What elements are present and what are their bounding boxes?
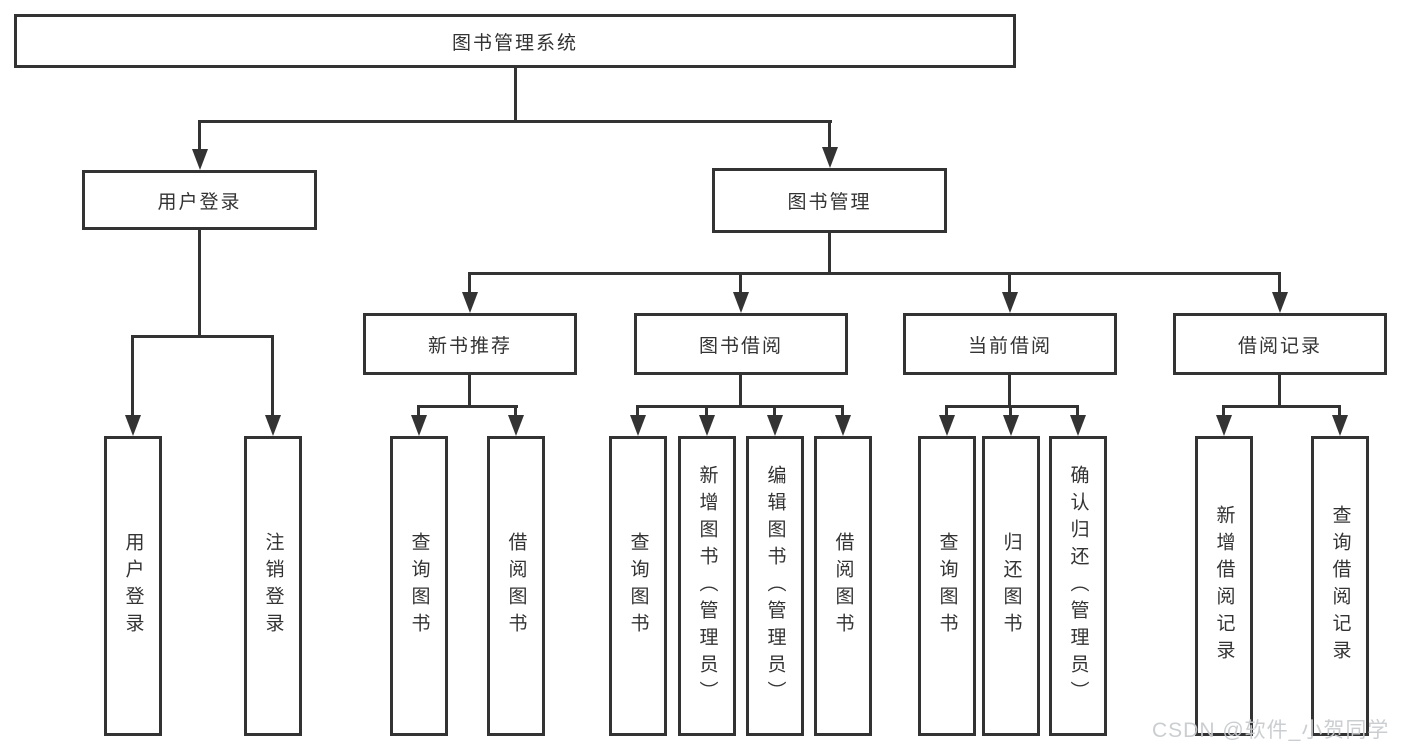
connector-group-stem [1008,375,1011,405]
node-label: 借阅记录 [1237,335,1322,357]
connector-to-book-mgmt [828,120,831,150]
leaf-label: 用户登录 [122,532,144,640]
leaf-borrow-books: 借阅图书 [814,436,872,736]
connector-book-mgmt-rail [468,272,1281,275]
leaf-label: 查询图书 [627,532,649,640]
leaf-return-books: 归还图书 [982,436,1040,736]
connector-to-leaf [271,335,274,418]
leaf-user-login: 用户登录 [104,436,162,736]
node-library-management-system: 图书管理系统 [14,14,1016,68]
connector-user-login-rail [131,335,274,338]
connector-to-leaf [945,405,948,418]
arrow-down-icon [1003,415,1019,436]
connector-to-group [468,272,471,294]
leaf-label: 确认归还（管理员） [1067,464,1089,708]
connector-book-mgmt-stem [828,233,831,272]
node-book-borrowing: 图书借阅 [634,313,848,375]
leaf-confirm-return-admin: 确认归还（管理员） [1049,436,1107,736]
node-label: 图书管理 [787,192,872,213]
leaf-label: 查询图书 [408,532,430,640]
leaf-label: 编辑图书（管理员） [764,464,786,708]
connector-user-login-stem [198,230,201,335]
connector-to-group [1278,272,1281,294]
node-borrowing-records: 借阅记录 [1173,313,1387,375]
arrow-down-icon [767,415,783,436]
node-label: 当前借阅 [967,335,1052,357]
connector-group-rail [1222,405,1341,408]
connector-group-rail [945,405,1079,408]
leaf-logout: 注销登录 [244,436,302,736]
leaf-query-books: 查询图书 [609,436,667,736]
connector-to-leaf [773,405,776,418]
node-label: 新书推荐 [427,335,512,357]
connector-group-stem [1278,375,1281,405]
connector-to-leaf [1338,405,1341,418]
node-new-book-recommendation: 新书推荐 [363,313,577,375]
node-current-borrowing: 当前借阅 [903,313,1117,375]
connector-root-stem [514,68,517,120]
connector-group-stem [739,375,742,405]
connector-group-rail [636,405,844,408]
connector-to-leaf [841,405,844,418]
arrow-down-icon [411,415,427,436]
leaf-query-books: 查询图书 [390,436,448,736]
connector-to-group [1008,272,1011,294]
leaf-label: 注销登录 [262,532,284,640]
arrow-down-icon [939,415,955,436]
arrow-down-icon [125,415,141,436]
node-book-management: 图书管理 [712,168,947,233]
arrow-down-icon [265,415,281,436]
leaf-borrow-books: 借阅图书 [487,436,545,736]
connector-to-leaf [636,405,639,418]
connector-to-leaf [1076,405,1079,418]
connector-to-leaf [1009,405,1012,418]
connector-to-leaf [1222,405,1225,418]
connector-to-leaf [131,335,134,418]
leaf-label: 查询借阅记录 [1329,505,1351,667]
leaf-add-borrow-record: 新增借阅记录 [1195,436,1253,736]
leaf-add-books-admin: 新增图书（管理员） [678,436,736,736]
connector-to-leaf [705,405,708,418]
arrow-down-icon [1070,415,1086,436]
node-label: 用户登录 [157,191,242,213]
node-label: 图书管理系统 [451,32,578,54]
arrow-down-icon [462,292,478,313]
connector-group-rail [417,405,518,408]
arrow-down-icon [835,415,851,436]
connector-root-rail [198,120,832,123]
leaf-label: 借阅图书 [505,532,527,640]
arrow-down-icon [1002,292,1018,313]
csdn-watermark: CSDN @软件_小贺同学 [1152,719,1390,742]
node-label: 图书借阅 [698,335,783,357]
arrow-down-icon [1272,292,1288,313]
arrow-down-icon [192,149,208,170]
connector-to-user-login [198,120,201,152]
connector-to-leaf [417,405,420,418]
node-user-login: 用户登录 [82,170,317,230]
arrow-down-icon [630,415,646,436]
connector-group-stem [468,375,471,405]
connector-to-leaf [514,405,517,418]
leaf-edit-books-admin: 编辑图书（管理员） [746,436,804,736]
connector-to-group [739,272,742,294]
leaf-query-borrow-record: 查询借阅记录 [1311,436,1369,736]
arrow-down-icon [733,292,749,313]
arrow-down-icon [1332,415,1348,436]
leaf-label: 借阅图书 [832,532,854,640]
arrow-down-icon [699,415,715,436]
leaf-query-books: 查询图书 [918,436,976,736]
leaf-label: 新增图书（管理员） [696,464,718,708]
arrow-down-icon [822,147,838,168]
arrow-down-icon [1216,415,1232,436]
arrow-down-icon [508,415,524,436]
leaf-label: 查询图书 [936,532,958,640]
leaf-label: 归还图书 [1000,532,1022,640]
leaf-label: 新增借阅记录 [1213,505,1235,667]
